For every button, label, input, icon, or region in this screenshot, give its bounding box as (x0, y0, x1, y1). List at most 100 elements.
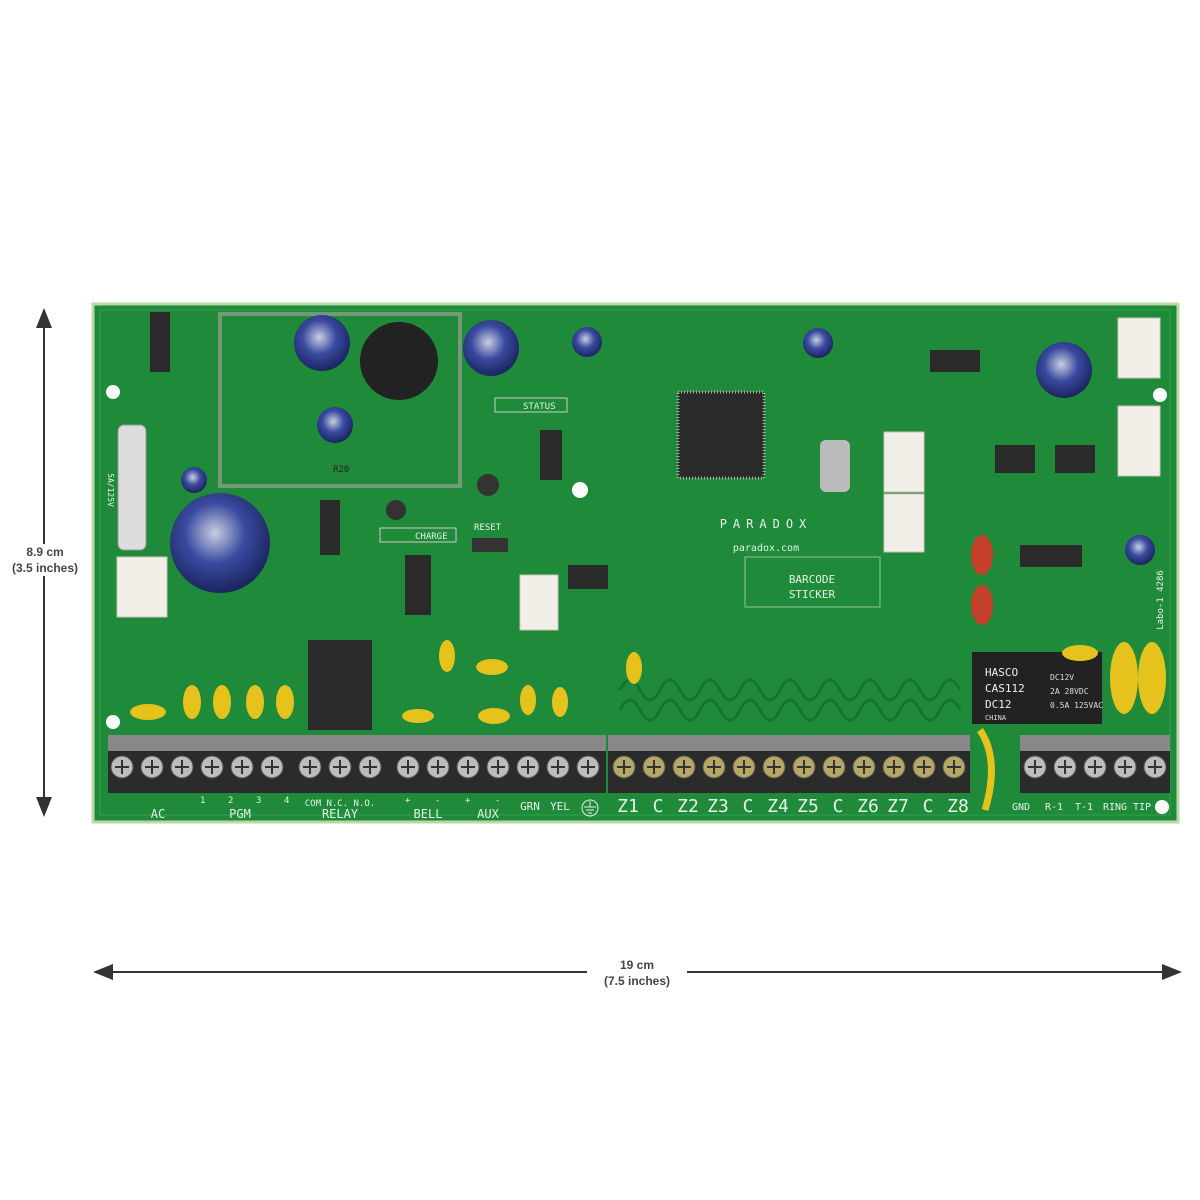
zone-terminal-label: Z8 (947, 796, 969, 817)
sticker-label: STICKER (789, 588, 836, 601)
fuse (117, 424, 147, 551)
terminal-screw[interactable] (516, 755, 540, 779)
terminal-screw[interactable] (456, 755, 480, 779)
microcontroller-chip (676, 390, 766, 480)
barcode-label: BARCODE (789, 573, 835, 586)
phone-terminal-label: TIP (1133, 802, 1151, 813)
terminal-screw[interactable] (1023, 755, 1047, 779)
fuse-label: 5A/125V (106, 473, 115, 507)
mounting-holes (106, 385, 1169, 814)
pgm-number-label: 3 (256, 796, 261, 806)
pgm-number-label: 4 (284, 796, 289, 806)
terminal-screw[interactable] (486, 755, 510, 779)
terminal-screw[interactable] (396, 755, 420, 779)
zone-terminal-label: Z5 (797, 796, 819, 817)
terminal-screw[interactable] (328, 755, 352, 779)
terminal-screw[interactable] (792, 755, 816, 779)
terminal-screw[interactable] (642, 755, 666, 779)
svg-text:CHINA: CHINA (985, 714, 1007, 722)
label-relay-pins: COM N.C. N.O. (305, 799, 375, 809)
terminal-screw[interactable] (672, 755, 696, 779)
terminal-screw[interactable] (822, 755, 846, 779)
zone-terminal-label: C (833, 796, 844, 817)
brand-label: PARADOX (720, 517, 813, 531)
terminal-screw[interactable] (912, 755, 936, 779)
terminal-screw[interactable] (702, 755, 726, 779)
reset-label: RESET (474, 523, 502, 533)
phone-terminal-label: GND (1012, 802, 1030, 813)
terminal-screw[interactable] (170, 755, 194, 779)
zone-terminal-label: Z1 (617, 796, 639, 817)
earth-ground-icon (581, 799, 599, 817)
terminal-screws[interactable] (110, 755, 1167, 779)
pgm-number-label: 1 (200, 796, 205, 806)
terminal-screw[interactable] (1143, 755, 1167, 779)
terminal-screw[interactable] (426, 755, 450, 779)
barcode-area (744, 556, 881, 608)
phone-terminal-label: R-1 (1045, 802, 1063, 813)
zone-terminal-label: Z6 (857, 796, 879, 817)
header-connectors (116, 317, 1161, 631)
status-label: STATUS (523, 402, 556, 412)
terminal-screw[interactable] (942, 755, 966, 779)
label-aux: AUX (477, 807, 499, 821)
zone-terminal-label: Z2 (677, 796, 699, 817)
terminal-screw[interactable] (762, 755, 786, 779)
terminal-screw[interactable] (1053, 755, 1077, 779)
terminal-screw[interactable] (576, 755, 600, 779)
pgm-number-label: 2 (228, 796, 233, 806)
polarity-label: - (495, 796, 500, 806)
terminal-screw[interactable] (852, 755, 876, 779)
capacitors (170, 315, 1155, 593)
label-yel: YEL (550, 800, 570, 813)
terminal-screw[interactable] (612, 755, 636, 779)
height-cm: 8.9 cm (26, 545, 64, 559)
terminal-screw[interactable] (140, 755, 164, 779)
website-label: paradox.com (733, 543, 799, 554)
terminal-screw[interactable] (358, 755, 382, 779)
width-cm: 19 cm (619, 958, 655, 972)
zone-terminal-label: C (923, 796, 934, 817)
label-grn: GRN (520, 800, 540, 813)
label-ac: AC (151, 807, 165, 821)
relay: HASCO CAS112 DC12 DC12V 2A 28VDC 0.5A 12… (972, 652, 1103, 724)
svg-text:HASCO: HASCO (985, 666, 1018, 679)
label-relay: RELAY (322, 807, 359, 821)
svg-text:DC12: DC12 (985, 698, 1012, 711)
revision-label: Labo-1 4286 (1156, 570, 1166, 630)
terminal-screw[interactable] (1113, 755, 1137, 779)
terminal-screw[interactable] (260, 755, 284, 779)
label-pgm: PGM (229, 807, 251, 821)
zone-terminal-label: Z3 (707, 796, 729, 817)
phone-terminal-label: T-1 (1075, 802, 1093, 813)
phone-terminal-label: RING (1103, 802, 1127, 813)
svg-text:0.5A 125VAC: 0.5A 125VAC (1050, 701, 1103, 710)
height-inches: (3.5 inches) (11, 561, 79, 575)
zone-terminal-label: Z7 (887, 796, 909, 817)
polarity-label: + (405, 796, 411, 806)
charge-label: CHARGE (415, 532, 448, 542)
terminal-screw[interactable] (546, 755, 570, 779)
svg-text:2A 28VDC: 2A 28VDC (1050, 687, 1089, 696)
width-dimension-label: 19 cm (7.5 inches) (587, 957, 687, 989)
terminal-screw[interactable] (230, 755, 254, 779)
resistor-label: R20 (333, 465, 349, 475)
label-bell: BELL (414, 807, 443, 821)
width-inches: (7.5 inches) (603, 974, 671, 988)
terminal-screw[interactable] (298, 755, 322, 779)
varistors (130, 640, 1166, 812)
zone-terminal-label: C (653, 796, 664, 817)
terminal-screw[interactable] (200, 755, 224, 779)
polarity-label: - (435, 796, 440, 806)
svg-text:DC12V: DC12V (1050, 673, 1074, 682)
polarity-label: + (465, 796, 471, 806)
svg-text:CAS112: CAS112 (985, 682, 1025, 695)
zone-terminal-label: C (743, 796, 754, 817)
terminal-screw[interactable] (882, 755, 906, 779)
height-dimension-label: 8.9 cm (3.5 inches) (0, 544, 90, 576)
terminal-screw[interactable] (732, 755, 756, 779)
zone-terminal-label: Z4 (767, 796, 789, 817)
terminal-screw[interactable] (110, 755, 134, 779)
terminal-screw[interactable] (1083, 755, 1107, 779)
